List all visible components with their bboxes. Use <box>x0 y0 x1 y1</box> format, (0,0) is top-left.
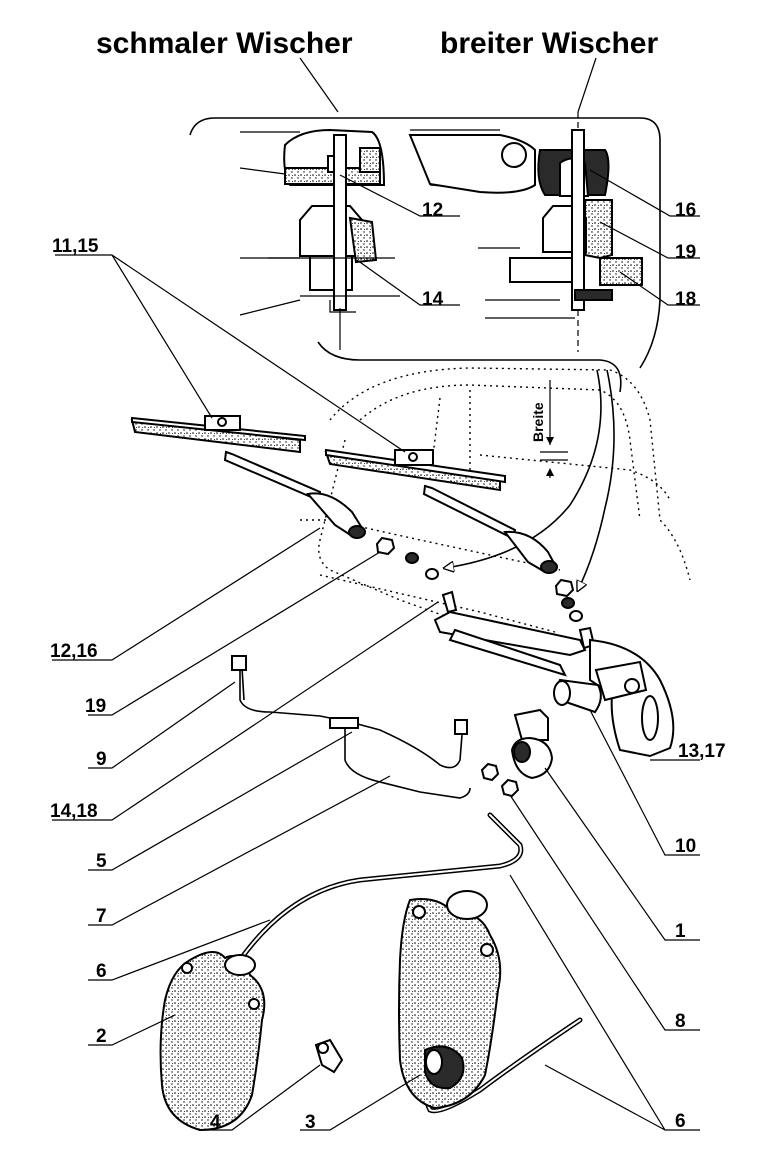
callout-9: 9 <box>96 749 107 770</box>
callout-10: 10 <box>675 836 696 857</box>
leader-lines <box>52 169 700 1131</box>
callout-14: 14 <box>422 289 444 310</box>
arrow-to-narrow-mount <box>445 369 602 568</box>
narrow-wiper-cross-section <box>239 128 400 350</box>
callout-7: 7 <box>96 906 107 927</box>
heading-narrow-leader <box>299 57 339 113</box>
callout-3: 3 <box>305 1112 316 1133</box>
callout-14-18: 14,18 <box>50 801 98 822</box>
callout-18: 18 <box>675 289 696 310</box>
wiper-linkage <box>433 590 596 677</box>
car-body-outline <box>300 367 691 633</box>
washer-reservoir-wide <box>398 890 502 1110</box>
callout-5: 5 <box>96 851 107 872</box>
wiring-harness <box>231 655 471 799</box>
hose-clip <box>314 1038 344 1074</box>
callout-6-mid: 6 <box>96 961 107 982</box>
detail-frame-bottom <box>317 341 622 393</box>
heading-narrow-wiper: schmaler Wischer <box>96 27 353 60</box>
callout-19: 19 <box>85 696 106 717</box>
narrow-wiper-blade <box>130 415 306 454</box>
callout-8: 8 <box>675 1011 686 1032</box>
heading-wide-leader <box>577 57 597 113</box>
narrow-wiper-arm <box>223 450 366 539</box>
wide-wiper-cross-section <box>408 112 643 352</box>
callout-12: 12 <box>422 200 443 221</box>
callout-19-top: 19 <box>675 242 696 263</box>
width-dimension: Breite <box>530 380 568 478</box>
wide-wiper-blade <box>324 448 506 492</box>
pump-bracket <box>510 708 554 780</box>
callout-6-bottom: 6 <box>675 1111 686 1132</box>
callout-12-16: 12,16 <box>50 641 98 662</box>
callout-16: 16 <box>675 200 696 221</box>
washer-nuts-left <box>375 536 439 580</box>
callout-11-15: 11,15 <box>52 236 99 257</box>
washer-nuts-right <box>554 578 583 622</box>
wide-wiper-arm <box>422 484 558 574</box>
wiper-motor <box>553 638 675 758</box>
width-label: Breite <box>530 402 546 442</box>
callout-13-17: 13,17 <box>678 741 726 762</box>
callout-2: 2 <box>96 1026 107 1047</box>
pump-nuts <box>480 762 520 798</box>
detail-frame <box>189 117 661 369</box>
callout-4: 4 <box>210 1112 221 1133</box>
heading-wide-wiper: breiter Wischer <box>440 27 658 60</box>
callout-1: 1 <box>675 921 686 942</box>
washer-reservoir-narrow <box>159 951 266 1132</box>
arrow-to-wide-mount <box>578 369 615 590</box>
